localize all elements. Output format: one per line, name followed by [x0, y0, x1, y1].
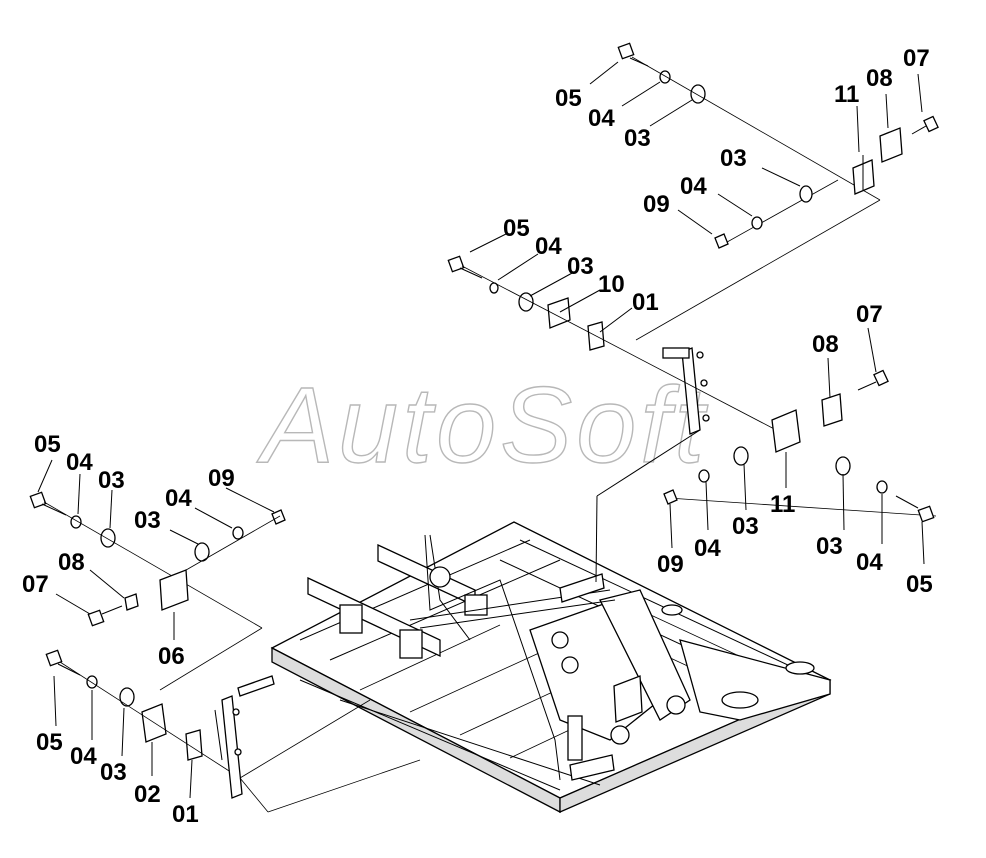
callout-04-left: 04	[66, 449, 93, 476]
plate-01-left	[185, 729, 203, 761]
callout-02-lower: 02	[134, 781, 161, 808]
callout-03-upper: 03	[720, 145, 747, 172]
frame-bracket-b	[399, 629, 423, 659]
frame-bracket-a	[339, 604, 363, 634]
callout-09-upper: 09	[643, 191, 670, 218]
callout-03-left: 03	[98, 467, 125, 494]
callout-05-left: 05	[34, 431, 61, 458]
control-rod	[424, 534, 561, 781]
callout-10-mid: 10	[598, 271, 625, 298]
callout-04-top: 04	[588, 105, 615, 132]
callout-03-lower: 03	[100, 759, 127, 786]
callout-05-mid: 05	[503, 215, 530, 242]
callout-05-top: 05	[555, 85, 582, 112]
callout-03-left-b: 03	[134, 507, 161, 534]
callout-06-left: 06	[158, 643, 185, 670]
callout-07-top: 07	[903, 45, 930, 72]
callout-08-right: 08	[812, 331, 839, 358]
callout-04-lower: 04	[70, 743, 97, 770]
rail-01-left	[221, 695, 243, 799]
block-08-right	[821, 393, 843, 427]
bracket-11-right	[771, 409, 801, 453]
callout-03-top: 03	[624, 125, 651, 152]
callout-04-right-b: 04	[856, 549, 883, 576]
callout-04-mid: 04	[535, 233, 562, 260]
callout-08-top: 08	[866, 65, 893, 92]
frame-bracket-c	[464, 594, 488, 616]
parts-top-right	[617, 42, 939, 341]
parts-lower-left	[45, 649, 421, 813]
callout-07-right: 07	[856, 301, 883, 328]
rail-assembly-right	[595, 347, 710, 583]
bracket-06	[159, 569, 189, 611]
callout-07-left: 07	[22, 571, 49, 598]
callout-03-right-a: 03	[732, 513, 759, 540]
parts-left-middle	[29, 491, 286, 691]
block-08-top	[879, 127, 903, 163]
lever-unit	[567, 715, 583, 761]
callout-04-left-b: 04	[165, 485, 192, 512]
callout-labels: 05 04 03 11 08 07 03 04 09 05 04 03 10 0…	[22, 45, 933, 828]
bracket-10	[547, 297, 571, 329]
callout-01-mid: 01	[632, 289, 659, 316]
pedal	[569, 754, 615, 781]
leader-lines	[37, 61, 925, 799]
callout-03-right-b: 03	[816, 533, 843, 560]
callout-03-mid: 03	[567, 253, 594, 280]
callout-05-lower: 05	[36, 729, 63, 756]
callout-09-right: 09	[657, 551, 684, 578]
watermark: AutoSoft	[256, 364, 708, 485]
main-frame	[270, 521, 832, 814]
callout-09-left: 09	[208, 465, 235, 492]
callout-08-left: 08	[58, 549, 85, 576]
callout-01-lower: 01	[172, 801, 199, 828]
callout-04-right-a: 04	[694, 535, 721, 562]
parts-right-middle	[663, 369, 937, 523]
callout-05-right: 05	[906, 571, 933, 598]
callout-04-upper: 04	[680, 173, 707, 200]
callout-11-top: 11	[834, 81, 859, 108]
parts-middle	[447, 255, 781, 433]
block-08-left	[124, 593, 139, 611]
callout-11-right: 11	[770, 491, 795, 518]
